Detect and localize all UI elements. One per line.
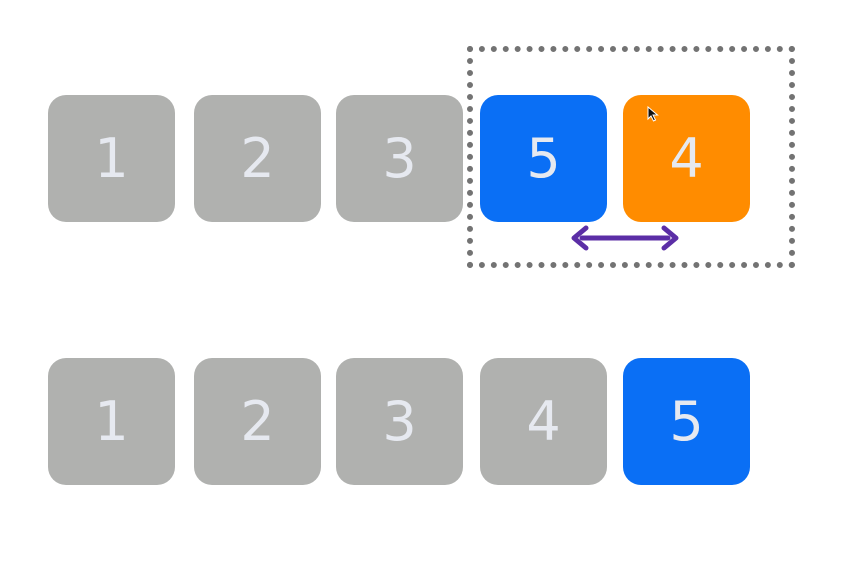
- bottom-tile-5-label: 5: [669, 389, 704, 453]
- top-tile-3-label: 3: [382, 126, 417, 190]
- top-tile-3[interactable]: 3: [336, 95, 463, 222]
- bottom-tile-2[interactable]: 2: [194, 358, 321, 485]
- top-tile-1-label: 1: [94, 126, 129, 190]
- bottom-tile-4-label: 4: [526, 389, 561, 453]
- top-tile-5[interactable]: 4: [623, 95, 750, 222]
- top-tile-4-label: 5: [526, 126, 561, 190]
- top-tile-2-label: 2: [240, 126, 275, 190]
- mouse-pointer-icon: [647, 106, 659, 122]
- bottom-tile-1[interactable]: 1: [48, 358, 175, 485]
- comparison-selection-box: [467, 46, 795, 268]
- double-headed-arrow-icon: [571, 225, 679, 251]
- bottom-tile-1-label: 1: [94, 389, 129, 453]
- bottom-tile-2-label: 2: [240, 389, 275, 453]
- top-tile-2[interactable]: 2: [194, 95, 321, 222]
- bottom-tile-3[interactable]: 3: [336, 358, 463, 485]
- top-tile-5-label: 4: [669, 126, 704, 190]
- top-tile-4[interactable]: 5: [480, 95, 607, 222]
- bottom-tile-5[interactable]: 5: [623, 358, 750, 485]
- bottom-tile-3-label: 3: [382, 389, 417, 453]
- top-tile-1[interactable]: 1: [48, 95, 175, 222]
- bottom-tile-4[interactable]: 4: [480, 358, 607, 485]
